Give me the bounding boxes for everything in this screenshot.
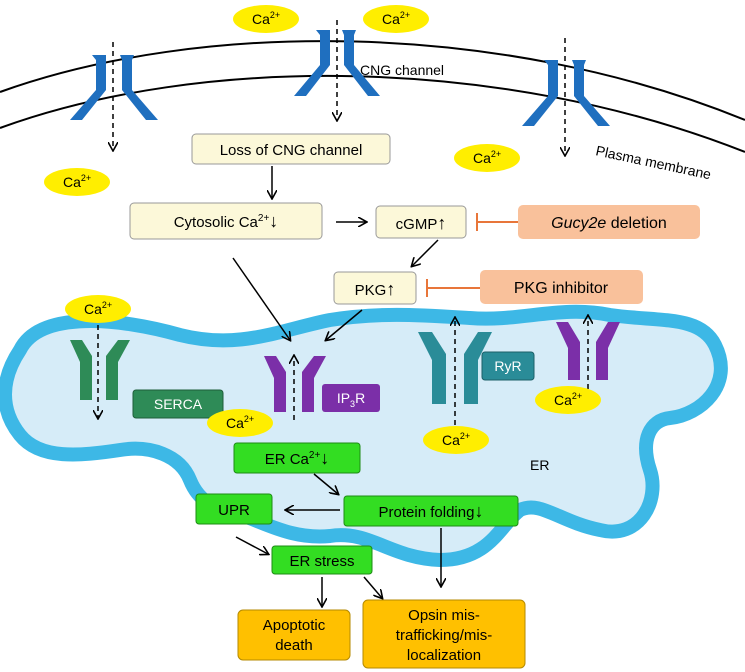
plasma-membrane-label: Plasma membrane xyxy=(594,142,712,182)
svg-text:Ca2+: Ca2+ xyxy=(473,149,501,166)
svg-text:Cytosolic Ca2+↓: Cytosolic Ca2+↓ xyxy=(174,211,279,231)
svg-text:Ca2+: Ca2+ xyxy=(63,173,91,190)
box-pkg: PKG↑ xyxy=(333,271,417,305)
cng-channel-left xyxy=(70,55,158,120)
er-membrane xyxy=(0,304,728,568)
box-pkg-inhibitor: PKG inhibitor xyxy=(480,270,643,304)
svg-text:localization: localization xyxy=(407,647,481,664)
svg-text:Ca2+: Ca2+ xyxy=(442,431,470,448)
svg-text:trafficking/mis-: trafficking/mis- xyxy=(396,627,492,644)
box-protein-folding: Protein folding↓ xyxy=(343,495,519,527)
ca-ion-ryr2: Ca2+ xyxy=(535,386,601,414)
svg-text:Ca2+: Ca2+ xyxy=(84,300,112,317)
svg-text:RyR: RyR xyxy=(494,358,521,374)
svg-text:IP3R: IP3R xyxy=(337,390,365,409)
cng-channel-label: CNG channel xyxy=(360,62,444,78)
box-upr: UPR xyxy=(195,493,273,525)
serca-label-box: SERCA xyxy=(132,389,224,419)
svg-text:Gucy2e deletion: Gucy2e deletion xyxy=(551,215,667,232)
ryr-channel xyxy=(418,332,492,404)
ip3r-channel-right xyxy=(556,322,620,380)
plasma-membrane-outer xyxy=(0,40,745,121)
serca-pump xyxy=(70,340,130,400)
svg-text:Ca2+: Ca2+ xyxy=(226,414,254,431)
svg-text:PKG↑: PKG↑ xyxy=(355,279,396,299)
ip3r-label-box: IP3R xyxy=(322,384,380,412)
ca-ion-ip3r: Ca2+ xyxy=(207,409,273,437)
svg-text:Ca2+: Ca2+ xyxy=(252,10,280,27)
cng-channel-right xyxy=(522,60,610,126)
svg-text:UPR: UPR xyxy=(218,502,250,519)
ca-ion-ryr-er: Ca2+ xyxy=(423,426,489,454)
inhibit-pkg xyxy=(426,279,480,297)
ca-ion-top-right: Ca2+ xyxy=(363,5,429,33)
svg-text:ER stress: ER stress xyxy=(289,553,354,570)
ca-ion-left: Ca2+ xyxy=(44,168,110,196)
box-er-stress: ER stress xyxy=(271,545,373,575)
box-apoptotic-death: Apoptotic death xyxy=(237,609,351,661)
svg-text:Ca2+: Ca2+ xyxy=(382,10,410,27)
ca-ion-serca: Ca2+ xyxy=(65,295,131,323)
box-gucy2e-deletion: Gucy2e deletion xyxy=(518,205,700,239)
box-cgmp: cGMP↑ xyxy=(375,205,467,239)
svg-text:PKG inhibitor: PKG inhibitor xyxy=(514,280,609,297)
svg-text:Ca2+: Ca2+ xyxy=(554,391,582,408)
ip3r-channel xyxy=(264,356,326,412)
inhibit-gucy2e xyxy=(476,213,518,231)
box-loss-cng: Loss of CNG channel xyxy=(191,133,391,165)
svg-text:Protein folding↓: Protein folding↓ xyxy=(379,501,484,521)
svg-text:SERCA: SERCA xyxy=(154,396,203,412)
svg-text:Apoptotic: Apoptotic xyxy=(263,617,326,634)
ca-ion-top-left: Ca2+ xyxy=(233,5,299,33)
box-cytosolic-ca: Cytosolic Ca2+↓ xyxy=(129,202,323,240)
box-opsin: Opsin mis- trafficking/mis- localization xyxy=(362,599,526,669)
svg-text:ER Ca2+↓: ER Ca2+↓ xyxy=(265,448,330,468)
ryr-label-box: RyR xyxy=(481,351,535,381)
ca-ion-mid: Ca2+ xyxy=(454,144,520,172)
cng-channel-mid xyxy=(294,30,380,96)
svg-text:death: death xyxy=(275,637,313,654)
svg-text:Loss of CNG channel: Loss of CNG channel xyxy=(220,142,363,159)
svg-text:cGMP↑: cGMP↑ xyxy=(396,213,447,233)
svg-text:Opsin mis-: Opsin mis- xyxy=(408,607,480,624)
er-label: ER xyxy=(530,457,549,473)
box-er-ca: ER Ca2+↓ xyxy=(233,442,361,474)
